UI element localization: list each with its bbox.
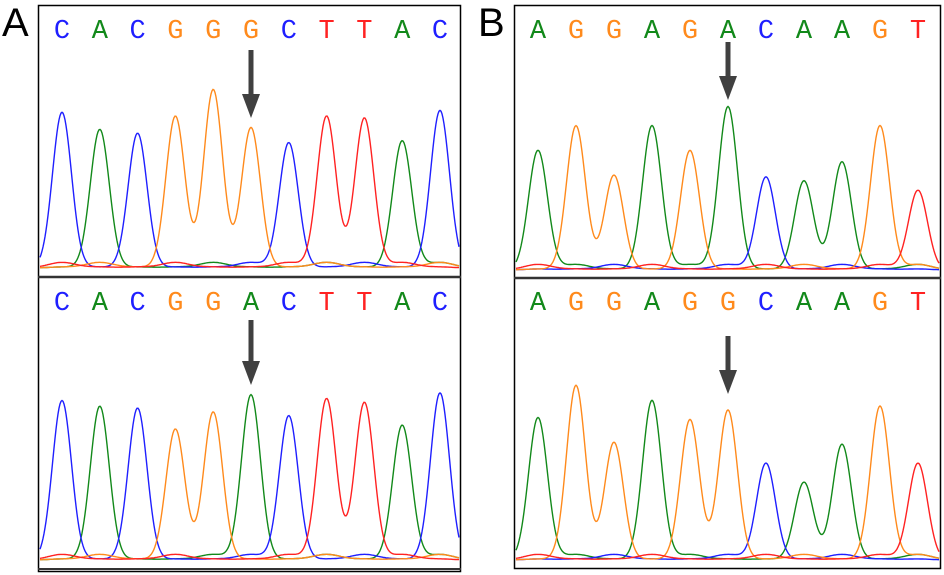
base-call-letter: G bbox=[720, 289, 736, 319]
base-call-letter: G bbox=[682, 17, 698, 47]
base-call-letter: G bbox=[606, 289, 622, 319]
base-call-letter: A bbox=[644, 17, 661, 47]
mutation-arrow-icon bbox=[242, 50, 260, 118]
base-call-letter: A bbox=[834, 289, 851, 319]
base-call-letter: G bbox=[606, 17, 622, 47]
base-call-letter: G bbox=[568, 289, 584, 319]
base-call-letter: G bbox=[872, 17, 888, 47]
base-call-letter: T bbox=[318, 17, 334, 47]
trace-T-a-bottom bbox=[39, 397, 459, 561]
base-call-letter: G bbox=[568, 17, 584, 47]
trace-A-a-top bbox=[39, 128, 460, 269]
trace-C-a-bottom bbox=[39, 391, 460, 560]
base-call-letter: A bbox=[834, 17, 851, 47]
trace-C-b-top bbox=[515, 176, 939, 271]
base-call-letter: A bbox=[796, 289, 813, 319]
trace-T-b-top bbox=[515, 189, 940, 270]
trace-T-b-bottom bbox=[515, 462, 940, 560]
base-call-letter: C bbox=[129, 17, 145, 47]
base-call-letter: A bbox=[92, 17, 109, 47]
trace-A-b-top bbox=[515, 105, 940, 270]
base-call-letter: T bbox=[318, 289, 334, 319]
base-call-letter: G bbox=[205, 17, 221, 47]
trace-C-a-top bbox=[39, 109, 460, 268]
mutation-arrow-icon bbox=[242, 320, 260, 385]
panel-label-b: B bbox=[478, 1, 505, 45]
base-call-letter: A bbox=[530, 289, 547, 319]
base-call-letter: A bbox=[92, 289, 109, 319]
trace-G-b-top bbox=[515, 124, 940, 271]
base-call-letter: C bbox=[281, 289, 297, 319]
panel-a-frame bbox=[37, 4, 462, 573]
base-call-letter: A bbox=[243, 289, 260, 319]
base-call-letter: C bbox=[432, 289, 448, 319]
base-call-letter: C bbox=[281, 17, 297, 47]
trace-G-b-bottom bbox=[515, 384, 940, 561]
base-call-letter: A bbox=[394, 289, 411, 319]
base-call-letter: C bbox=[758, 289, 774, 319]
base-call-letter: T bbox=[910, 289, 926, 319]
base-call-letter: A bbox=[720, 17, 737, 47]
base-call-letter: C bbox=[129, 289, 145, 319]
base-call-letter: G bbox=[872, 289, 888, 319]
trace-G-a-bottom bbox=[39, 411, 460, 561]
base-call-letter: C bbox=[54, 17, 70, 47]
base-call-letter: A bbox=[796, 17, 813, 47]
trace-G-a-top bbox=[39, 88, 460, 269]
base-call-letter: C bbox=[758, 17, 774, 47]
mutation-arrow-icon bbox=[719, 42, 737, 100]
base-call-letter: C bbox=[54, 289, 70, 319]
panel-label-a: A bbox=[2, 1, 29, 45]
base-call-letter: T bbox=[910, 17, 926, 47]
panel-b-frame bbox=[513, 4, 942, 570]
base-call-letter: T bbox=[356, 17, 372, 47]
base-call-letter: A bbox=[644, 289, 661, 319]
trace-T-a-top bbox=[39, 115, 459, 269]
base-call-letter: C bbox=[432, 17, 448, 47]
base-call-letter: G bbox=[205, 289, 221, 319]
base-call-letter: G bbox=[167, 17, 183, 47]
trace-C-b-bottom bbox=[515, 462, 939, 561]
base-call-letter: G bbox=[243, 17, 259, 47]
mutation-arrow-icon bbox=[719, 336, 737, 394]
base-call-letter: A bbox=[530, 17, 547, 47]
base-call-letter: A bbox=[394, 17, 411, 47]
trace-A-a-bottom bbox=[39, 393, 460, 561]
base-call-letter: G bbox=[167, 289, 183, 319]
base-call-letter: G bbox=[682, 289, 698, 319]
base-call-letter: T bbox=[356, 289, 372, 319]
